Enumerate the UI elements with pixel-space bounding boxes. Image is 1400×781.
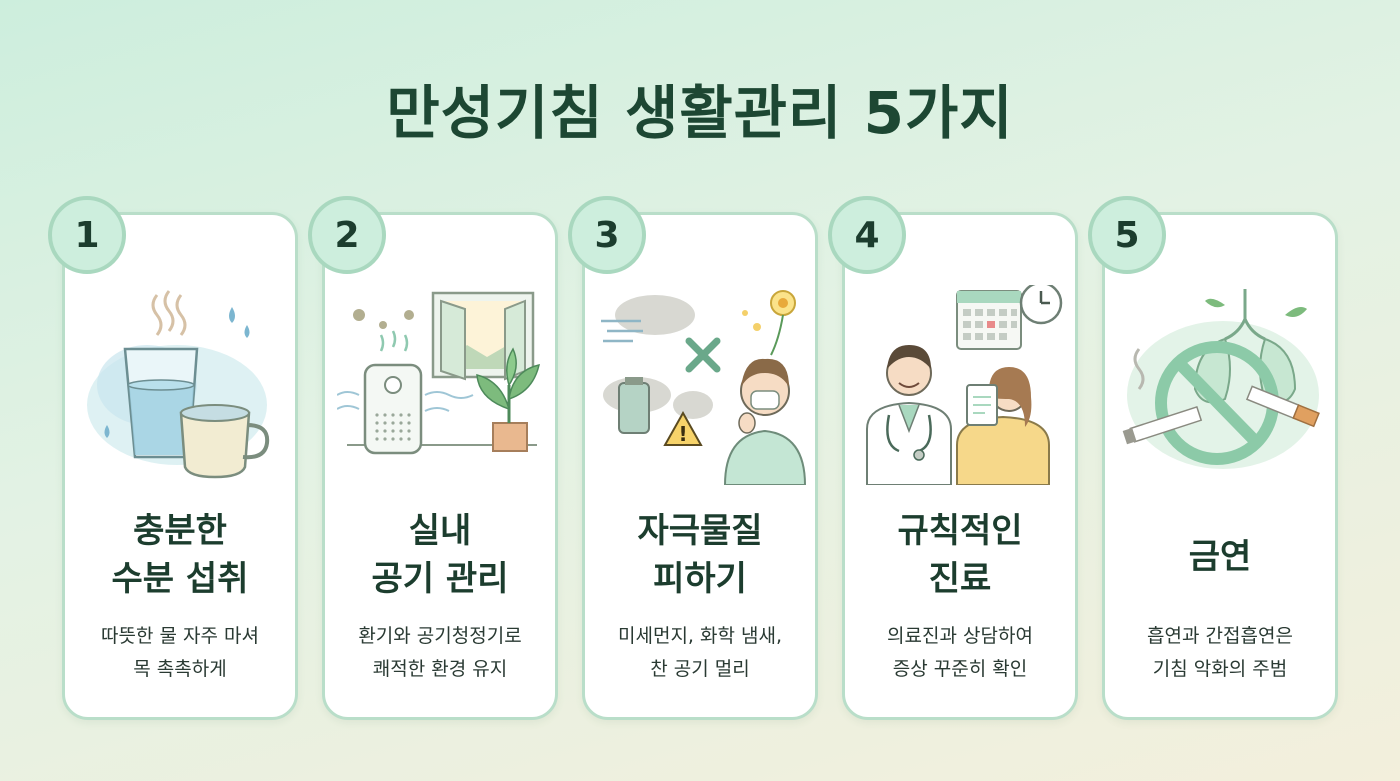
card-title: 금연 — [1188, 537, 1252, 577]
number-badge: 2 — [308, 196, 386, 274]
page-title: 만성기침 생활관리 5가지 — [386, 79, 1014, 147]
card-description: 흡연과 간접흡연은 기침 악화의 주범 — [1147, 625, 1293, 680]
number-badge: 1 — [48, 196, 126, 274]
card-4: 4 규칙적인 진료 의료진과 상담하여 증상 꾸준히 확인 — [828, 196, 1078, 720]
number-badge: 4 — [828, 196, 906, 274]
air-purifier-icon — [337, 291, 541, 455]
water-cup-icon — [87, 290, 270, 479]
svg-text:!: ! — [678, 422, 687, 446]
no-smoking-icon — [1122, 289, 1320, 469]
card-description: 미세먼지, 화학 냄새, 찬 공기 멀리 — [618, 625, 782, 680]
card-3: 3 ! 자극물질 피하기 미세먼지, 화학 냄새, 찬 공기 멀리 — [568, 196, 818, 720]
card-title: 충분한 수분 섭취 — [111, 511, 249, 599]
number-badge: 3 — [568, 196, 646, 274]
doctor-consultation-icon — [866, 285, 1063, 485]
card-title: 규칙적인 진료 — [897, 511, 1023, 599]
card-5: 5 금연 흡연과 간접흡연은 기침 악화의 주범 — [1088, 196, 1338, 720]
card-1: 1 충분한 수분 섭취 따뜻한 물 자주 마셔 목 촉촉하게 — [48, 196, 298, 720]
card-description: 환기와 공기청정기로 쾌적한 환경 유지 — [358, 625, 522, 680]
card-description: 의료진과 상담하여 증상 꾸준히 확인 — [887, 625, 1033, 680]
card-title: 실내 공기 관리 — [371, 511, 509, 599]
number-badge: 5 — [1088, 196, 1166, 274]
card-2: 2 실내 공기 관리 환기와 공기청정기로 쾌적한 환경 유지 — [308, 196, 558, 720]
card-description: 따뜻한 물 자주 마셔 목 촉촉하게 — [101, 625, 259, 680]
masked-person-icon: ! — [601, 290, 807, 485]
card-title: 자극물질 피하기 — [637, 511, 763, 599]
